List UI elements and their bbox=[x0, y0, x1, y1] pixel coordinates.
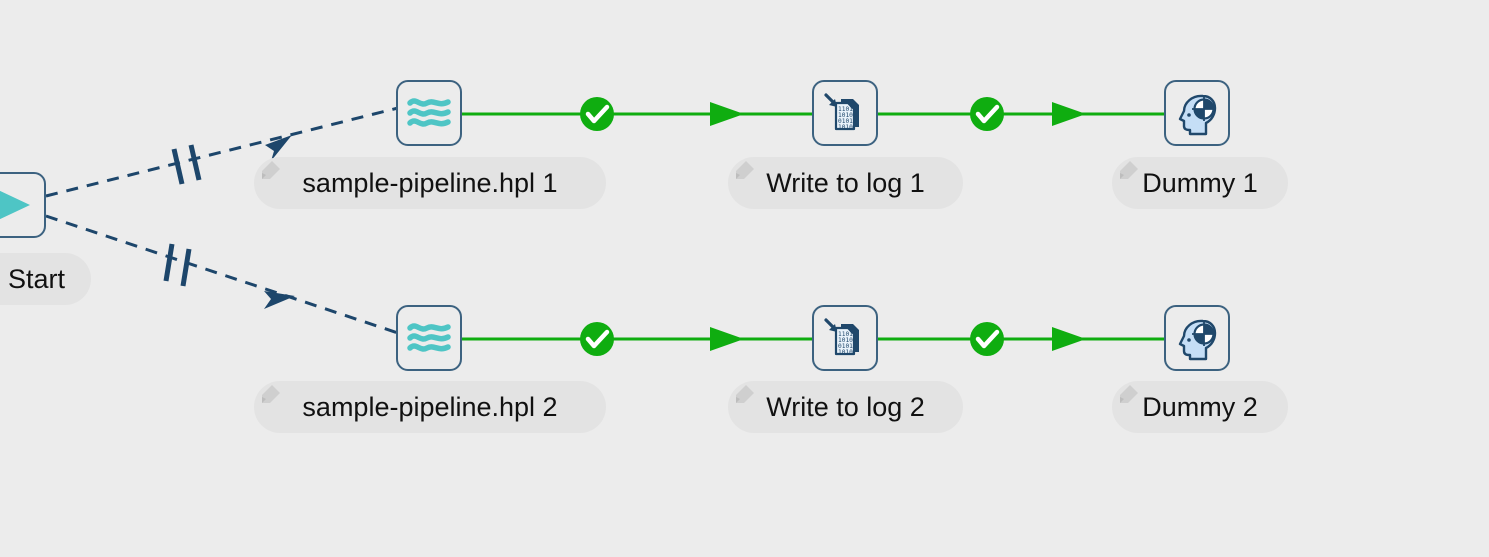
pencil-icon bbox=[736, 385, 754, 403]
pencil-icon bbox=[262, 385, 280, 403]
hop-arrowhead-icon bbox=[1052, 327, 1086, 351]
hop-arrowhead-icon bbox=[710, 327, 744, 351]
label-write-to-log-1[interactable]: Write to log 1 bbox=[728, 157, 963, 209]
play-triangle-icon bbox=[0, 190, 30, 220]
label-dummy-2[interactable]: Dummy 2 bbox=[1112, 381, 1288, 433]
svg-text:1101: 1101 bbox=[838, 331, 853, 338]
label-start[interactable]: Start bbox=[0, 253, 92, 305]
svg-text:1101: 1101 bbox=[838, 106, 853, 113]
svg-text:0101: 0101 bbox=[838, 343, 853, 350]
hop-write-to-log-1-to-dummy-1[interactable] bbox=[878, 97, 1164, 131]
dummy-head-icon bbox=[1178, 94, 1217, 136]
svg-text:1010: 1010 bbox=[838, 112, 853, 119]
pipeline-waves-icon bbox=[407, 323, 451, 352]
hop-status-check-icon[interactable] bbox=[970, 322, 1004, 356]
hop-write-to-log-2-to-dummy-2[interactable] bbox=[878, 322, 1164, 356]
hop-pipeline-1-to-write-to-log-1[interactable] bbox=[462, 97, 812, 131]
label-sample-pipeline-hpl-2[interactable]: sample-pipeline.hpl 2 bbox=[254, 381, 606, 433]
write-to-log-icon: 1101 1010 0101 1010 bbox=[824, 318, 859, 356]
label-sample-pipeline-hpl-1[interactable]: sample-pipeline.hpl 1 bbox=[254, 157, 606, 209]
node-write-to-log-1[interactable]: 1101 1010 0101 1010 bbox=[812, 80, 878, 146]
hop-status-check-icon[interactable] bbox=[580, 97, 614, 131]
svg-text:1010: 1010 bbox=[838, 349, 853, 356]
parallel-ticks-icon bbox=[163, 243, 192, 287]
label-text: Write to log 2 bbox=[766, 391, 925, 422]
node-write-to-log-2[interactable]: 1101 1010 0101 1010 bbox=[812, 305, 878, 371]
label-text: Dummy 2 bbox=[1142, 391, 1258, 422]
label-text: Start bbox=[8, 263, 66, 294]
node-dummy-1[interactable] bbox=[1164, 80, 1230, 146]
label-dummy-1[interactable]: Dummy 1 bbox=[1112, 157, 1288, 209]
label-text: sample-pipeline.hpl 2 bbox=[302, 391, 558, 422]
parallel-ticks-icon bbox=[171, 144, 202, 185]
label-text: Write to log 1 bbox=[766, 167, 925, 198]
node-dummy-2[interactable] bbox=[1164, 305, 1230, 371]
hop-line bbox=[45, 214, 399, 335]
dummy-head-icon bbox=[1178, 319, 1217, 361]
hop-arrowhead-icon bbox=[264, 291, 295, 309]
node-sample-pipeline-hpl-1[interactable] bbox=[396, 80, 462, 146]
pencil-icon bbox=[736, 161, 754, 179]
hop-arrowhead-icon bbox=[1052, 102, 1086, 126]
pencil-icon bbox=[1120, 385, 1138, 403]
svg-text:1010: 1010 bbox=[838, 337, 853, 344]
svg-text:1010: 1010 bbox=[838, 124, 853, 131]
write-to-log-icon: 1101 1010 0101 1010 bbox=[824, 93, 859, 131]
node-start[interactable] bbox=[0, 172, 46, 238]
label-text: Dummy 1 bbox=[1142, 167, 1258, 198]
hop-status-check-icon[interactable] bbox=[580, 322, 614, 356]
pencil-icon bbox=[1120, 161, 1138, 179]
label-text: sample-pipeline.hpl 1 bbox=[302, 167, 558, 198]
pencil-icon bbox=[262, 161, 280, 179]
hop-start-to-pipeline-2[interactable] bbox=[45, 214, 399, 335]
label-write-to-log-2[interactable]: Write to log 2 bbox=[728, 381, 963, 433]
node-sample-pipeline-hpl-2[interactable] bbox=[396, 305, 462, 371]
hop-status-check-icon[interactable] bbox=[970, 97, 1004, 131]
pipeline-waves-icon bbox=[407, 98, 451, 127]
hop-pipeline-2-to-write-to-log-2[interactable] bbox=[462, 322, 812, 356]
hop-arrowhead-icon bbox=[710, 102, 744, 126]
svg-text:0101: 0101 bbox=[838, 118, 853, 125]
